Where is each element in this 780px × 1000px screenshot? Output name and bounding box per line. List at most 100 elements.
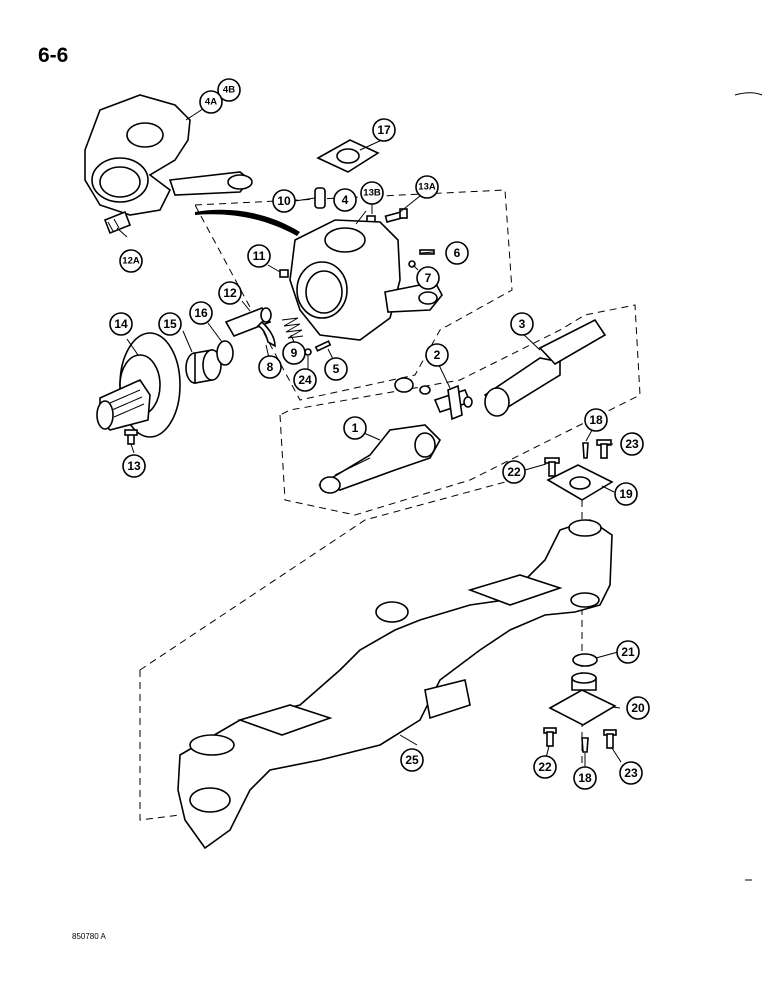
callout-13-label: 13 [127,459,141,473]
callout-13b-label: 13B [363,188,381,199]
callout-6-label: 6 [454,246,461,260]
callout-10-label: 10 [277,194,291,208]
callout-20: 20 [626,696,650,720]
bushing-15 [185,349,222,384]
page-number: 6-6 [38,44,69,67]
callout-23-upper: 23 [620,432,644,456]
callout-11-label: 11 [253,249,266,263]
u-joint-2 [394,377,473,421]
gasket-17 [316,139,380,173]
spring-9 [281,317,304,339]
callout-18-upper: 18 [584,408,608,432]
callout-8-label: 8 [267,360,274,374]
callout-16: 16 [189,301,213,325]
axle-shaft-3 [483,318,607,417]
nut-11 [279,269,289,278]
stud-12a [103,210,132,235]
assembly-arrow [195,209,300,236]
callout-13a-label: 13A [418,182,436,193]
yoke-shaft-1 [317,424,441,494]
shim-8 [256,320,276,348]
cap-20-lower [548,672,617,726]
callout-7: 7 [416,266,440,290]
bolt-22-upper [544,457,560,477]
callout-13a: 13A [415,175,439,199]
axle-housing-group-outline-top [139,477,521,671]
grease-fitting-18-upper [582,442,589,459]
callout-4: 4 [333,188,357,212]
bolt-23-upper [596,439,612,459]
callout-14: 14 [109,312,133,336]
callout-11: 11 [247,244,271,268]
callout-14-label: 14 [114,317,128,331]
callout-4b: 4B [217,78,241,102]
callout-20-label: 20 [631,701,645,715]
callout-1-label: 1 [352,421,359,435]
callout-5-label: 5 [333,362,340,376]
callout-23-lower-label: 23 [624,766,638,780]
callout-3: 3 [510,312,534,336]
callout-22-upper-label: 22 [507,465,521,479]
callout-4a: 4A [199,90,223,114]
callout-10: 10 [272,189,296,213]
callout-18-lower: 18 [573,766,597,790]
callout-18-upper-label: 18 [589,413,603,427]
knuckle-housing-4 [289,219,443,341]
callout-15-label: 15 [163,317,177,331]
callout-22-lower: 22 [533,755,557,779]
figure-code: 850780 A [72,932,106,941]
cap-19-upper [546,464,614,501]
callout-4b-label: 4B [223,85,235,96]
callout-7-label: 7 [425,271,432,285]
callout-12-label: 12 [223,286,237,300]
roll-pin-5 [314,340,332,352]
callout-17: 17 [372,118,396,142]
steering-knuckle-4a-4b [84,94,253,216]
washer-24 [304,348,312,356]
callout-24: 24 [293,368,317,392]
axle-housing-group-outline [139,670,181,821]
bolt-22-lower [543,727,557,747]
callout-4-label: 4 [342,193,349,207]
callout-8: 8 [258,355,282,379]
callout-18-lower-label: 18 [578,771,592,785]
callout-2-label: 2 [434,348,441,362]
callout-24-label: 24 [298,373,312,387]
hub-14 [96,332,181,438]
callout-6: 6 [445,241,469,265]
callout-1: 1 [343,416,367,440]
callout-22-lower-label: 22 [538,760,552,774]
pin-12 [224,307,272,337]
axle-housing-25 [177,519,613,850]
callout-16-label: 16 [194,306,208,320]
callout-23-upper-label: 23 [625,437,639,451]
callout-13b: 13B [360,181,384,205]
callout-9-label: 9 [291,346,298,360]
bolt-13 [124,429,138,445]
callout-21: 21 [616,640,640,664]
callout-25-label: 25 [405,753,419,767]
callout-21-label: 21 [621,645,635,659]
callout-15: 15 [158,312,182,336]
bolt-13a [384,208,408,223]
pin-10 [314,187,326,209]
callout-3-label: 3 [519,317,526,331]
seal-16 [216,340,234,366]
callout-13: 13 [122,454,146,478]
callout-17-label: 17 [377,123,391,137]
callout-22-upper: 22 [502,460,526,484]
callout-9: 9 [282,341,306,365]
callout-19: 19 [614,482,638,506]
callout-25: 25 [400,748,424,772]
grease-fitting-18-lower [581,737,589,753]
scan-edge-mark [734,92,763,96]
callout-12a: 12A [119,249,143,273]
callout-4a-label: 4A [205,97,217,108]
callout-19-label: 19 [619,487,633,501]
callout-12: 12 [218,281,242,305]
callout-23-lower: 23 [619,761,643,785]
bolt-23-lower [603,729,617,749]
callout-5: 5 [324,357,348,381]
callout-12a-label: 12A [122,256,140,267]
